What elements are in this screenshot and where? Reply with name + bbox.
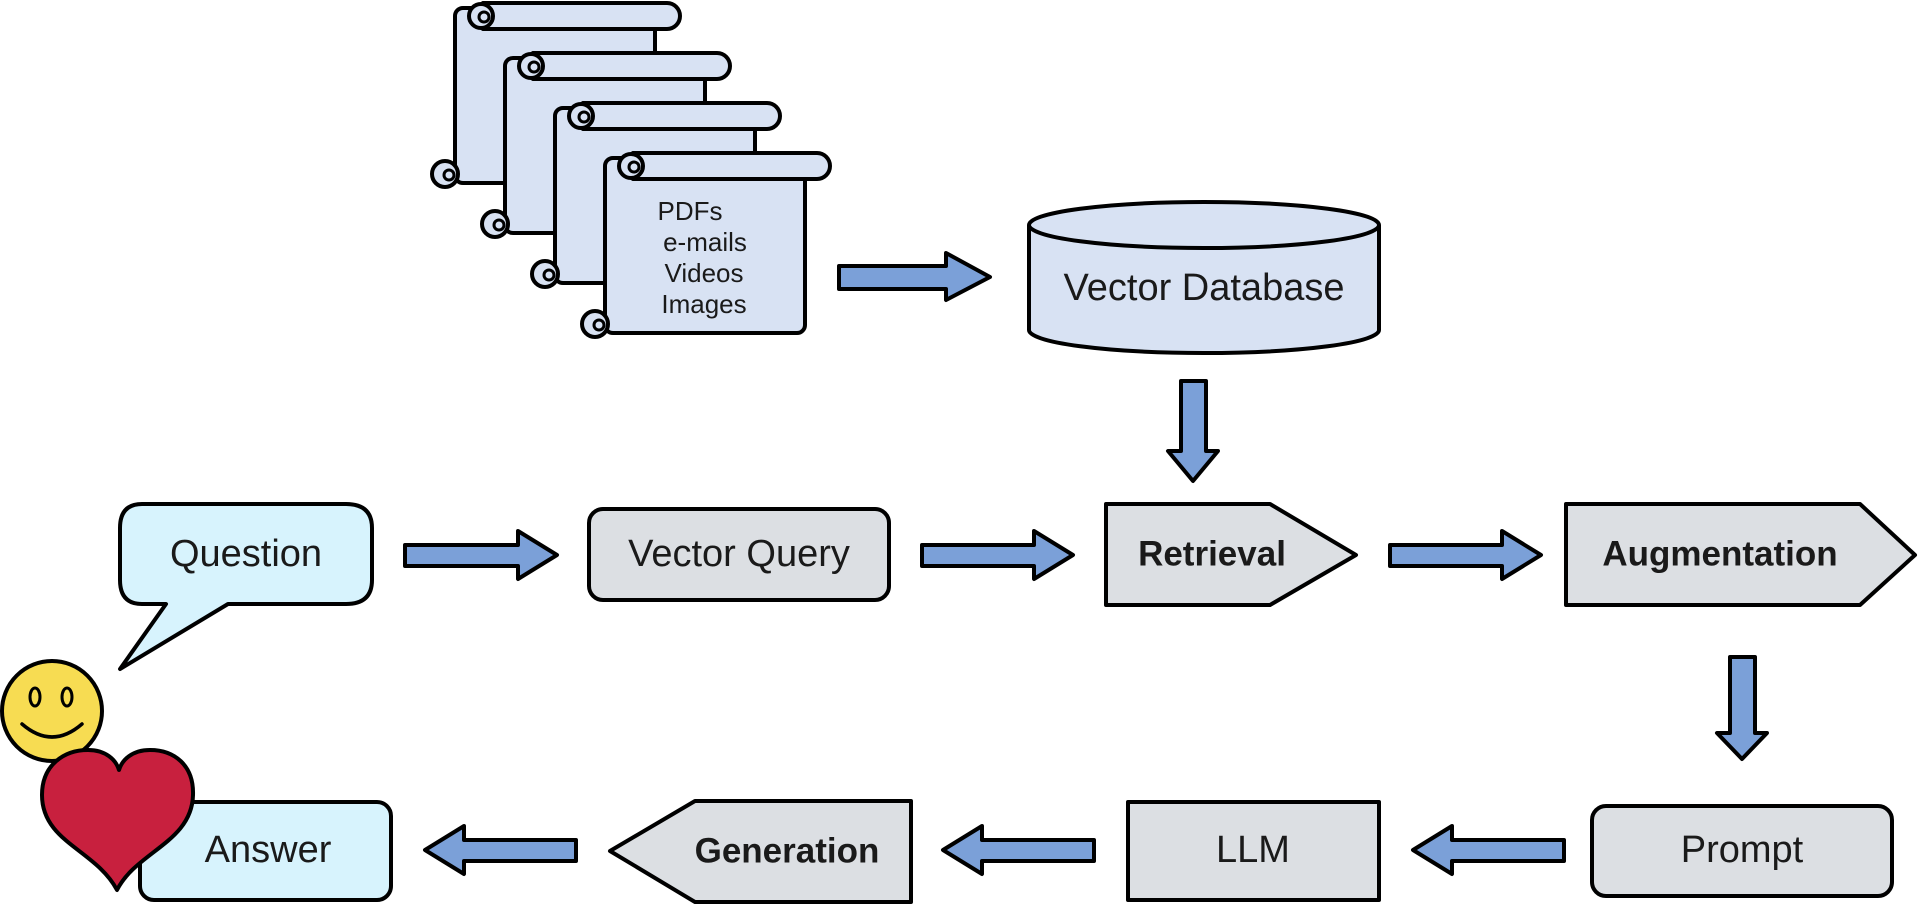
document-type-pdfs: PDFs xyxy=(658,196,723,226)
prompt-node: Prompt xyxy=(1590,804,1894,898)
vector-query-node: Vector Query xyxy=(587,507,891,602)
document-type-emails: e-mails xyxy=(663,227,747,257)
database-cylinder-icon xyxy=(1027,200,1381,355)
vector-database-node: Vector Database xyxy=(1027,200,1381,355)
vector-database-label: Vector Database xyxy=(1064,267,1345,309)
arrow-icon xyxy=(1411,824,1566,876)
augmentation-label: Augmentation xyxy=(1602,534,1837,573)
generation-node: Generation xyxy=(608,799,913,904)
retrieval-node: Retrieval xyxy=(1104,502,1358,607)
llm-node: LLM xyxy=(1126,800,1381,902)
vector-query-label: Vector Query xyxy=(628,533,850,575)
arrow-icon xyxy=(1166,379,1220,483)
question-node: Question xyxy=(118,502,374,671)
llm-label: LLM xyxy=(1216,829,1290,871)
document-type-videos: Videos xyxy=(664,258,743,288)
question-label: Question xyxy=(170,533,322,575)
document-type-images: Images xyxy=(661,289,746,319)
arrow-icon xyxy=(423,824,578,876)
prompt-label: Prompt xyxy=(1681,829,1804,871)
augmentation-node: Augmentation xyxy=(1564,502,1917,607)
arrow-icon xyxy=(941,824,1096,876)
arrow-icon xyxy=(920,529,1075,581)
arrow-icon xyxy=(403,529,559,581)
answer-label: Answer xyxy=(205,829,332,871)
flow-arrows xyxy=(403,251,1769,876)
speech-bubble-icon xyxy=(118,502,374,671)
heart-icon xyxy=(40,748,196,892)
scroll-stack-icon xyxy=(430,1,832,339)
retrieval-label: Retrieval xyxy=(1138,534,1286,573)
generation-label: Generation xyxy=(695,831,880,870)
arrow-icon xyxy=(837,251,992,302)
arrow-icon xyxy=(1388,529,1543,581)
arrow-icon xyxy=(1715,655,1769,761)
document-stack: PDFs e-mails Videos Images xyxy=(430,1,832,339)
smiley-face-icon xyxy=(0,659,104,763)
answer-node: Answer xyxy=(138,800,393,902)
